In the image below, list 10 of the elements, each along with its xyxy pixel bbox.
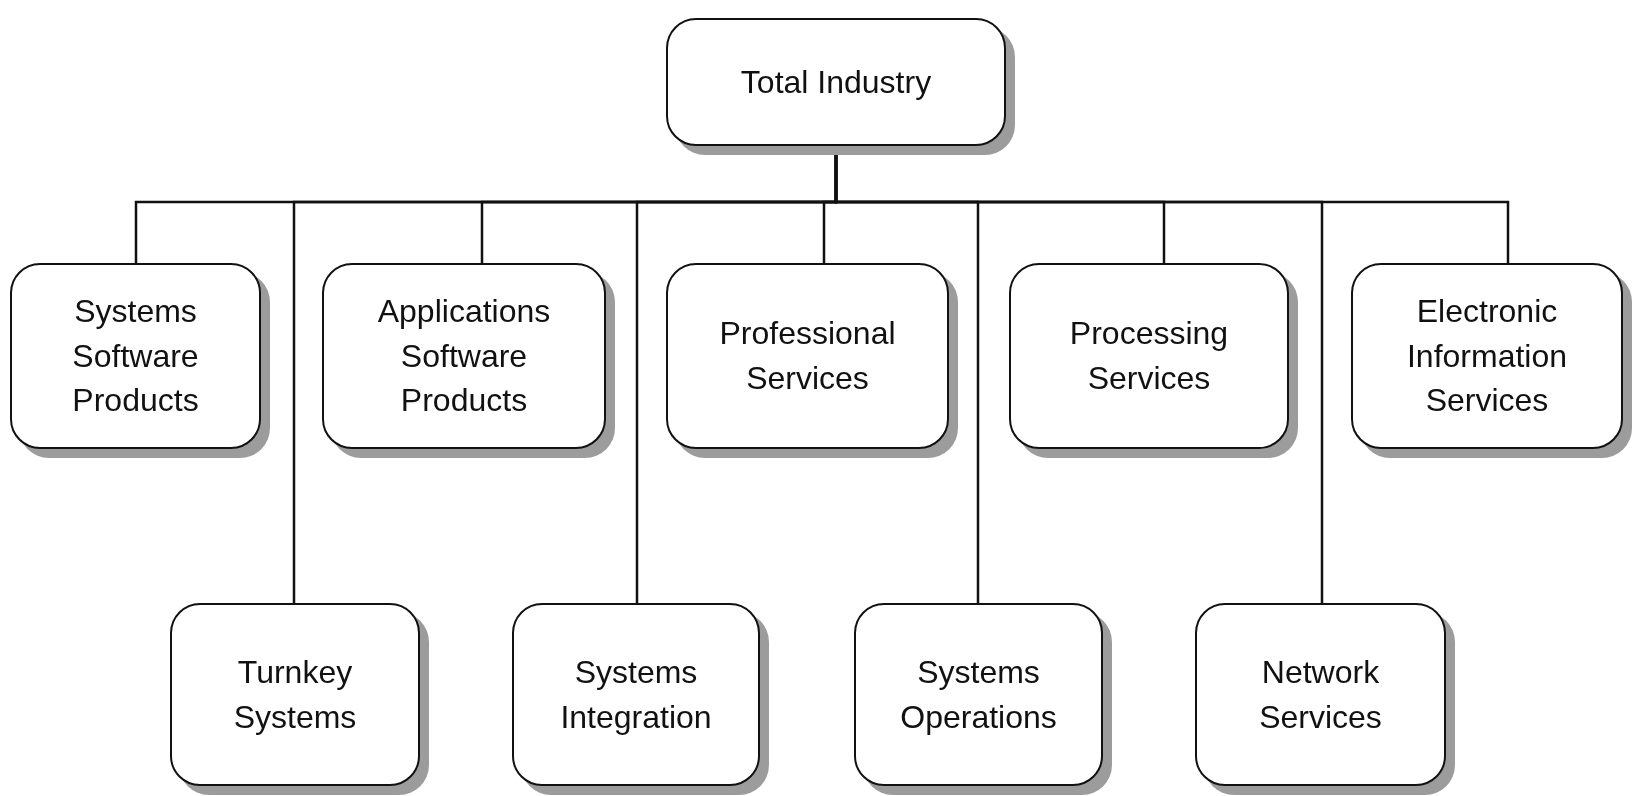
- box-label: Network Services: [1258, 652, 1383, 737]
- box-label: Applications Software Products: [376, 291, 552, 421]
- box-label: Systems Operations: [899, 652, 1058, 737]
- box-label: Systems Software Products: [71, 291, 200, 421]
- box-label: Total Industry: [740, 62, 932, 102]
- box-label: Turnkey Systems: [232, 652, 358, 737]
- box-label: Systems Integration: [559, 652, 713, 737]
- box-label: Electronic Information Services: [1405, 291, 1569, 421]
- box-label: Processing Services: [1068, 314, 1230, 398]
- box-label: Professional Services: [718, 314, 897, 398]
